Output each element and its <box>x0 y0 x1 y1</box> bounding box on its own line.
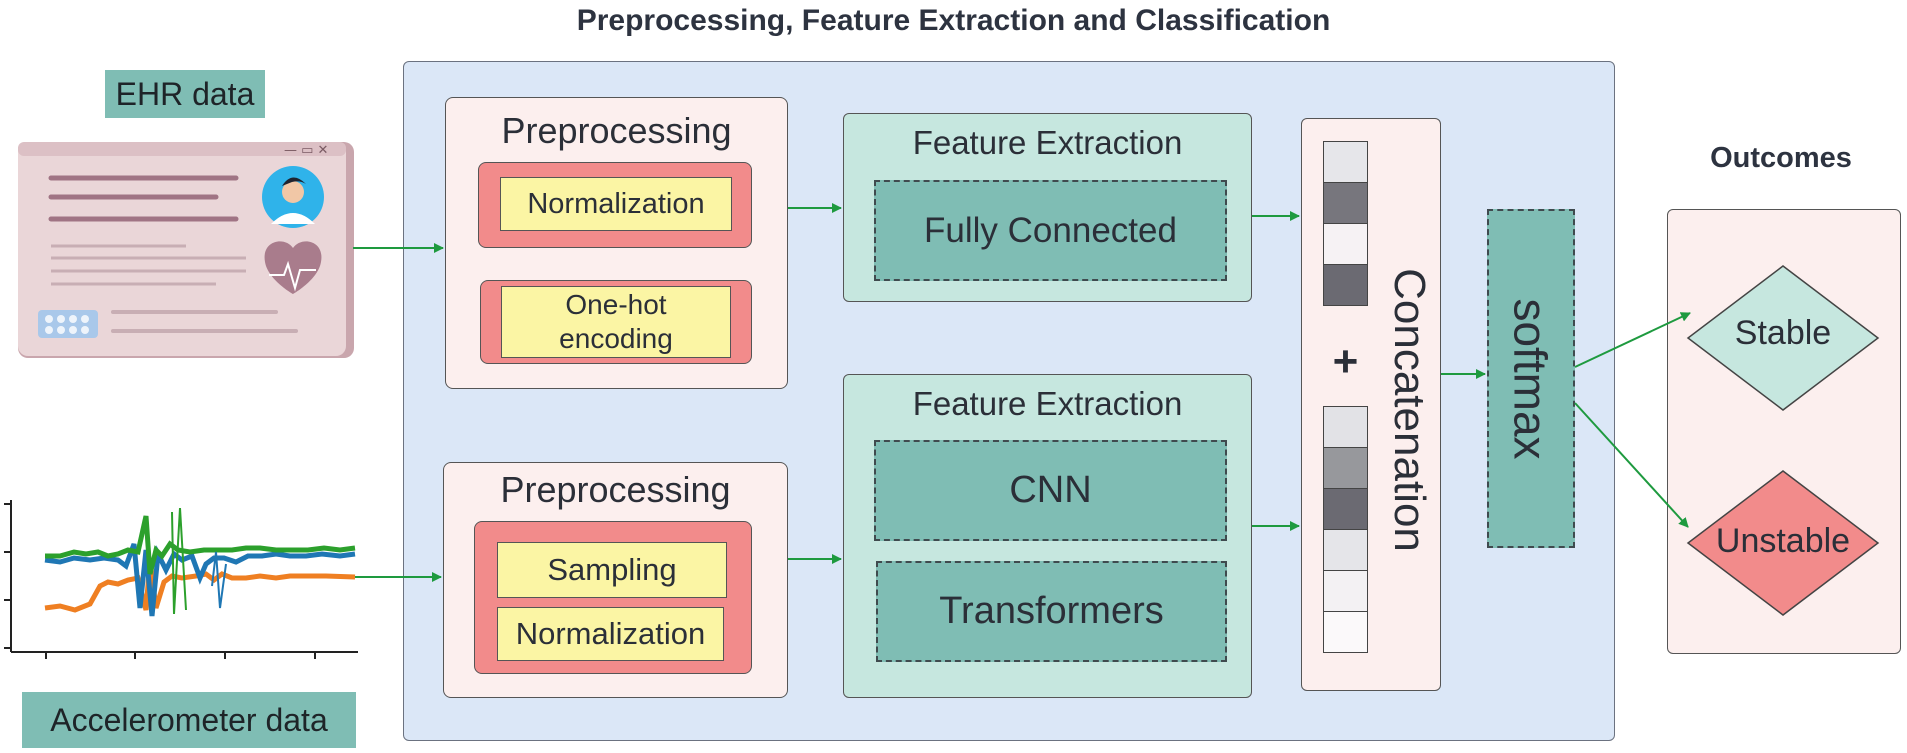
transformers-block: Transformers <box>876 561 1227 662</box>
feature-cell-ehr <box>1323 264 1368 306</box>
feature-vector-ehr <box>1323 141 1368 306</box>
sampling-step: Sampling <box>497 542 727 598</box>
feature-cell-accel <box>1323 570 1368 612</box>
softmax-block: softmax <box>1487 209 1575 548</box>
unstable-diamond <box>1686 470 1880 616</box>
feature-cell-accel <box>1323 488 1368 530</box>
preprocessing-ehr-title: Preprocessing <box>501 110 732 151</box>
feature-extraction-ehr-title: Feature Extraction <box>912 124 1183 161</box>
accelerometer-data-label: Accelerometer data <box>22 692 356 748</box>
normalization-ehr-step: Normalization <box>500 177 732 231</box>
unstable-label: Unstable <box>1715 522 1851 560</box>
feature-cell-ehr <box>1323 223 1368 265</box>
concatenation-label: Concatenation <box>1385 268 1435 552</box>
feature-cell-ehr <box>1323 141 1368 183</box>
cnn-block: CNN <box>874 440 1227 541</box>
feature-vector-accel <box>1323 406 1368 653</box>
feature-cell-ehr <box>1323 182 1368 224</box>
feature-cell-accel <box>1323 447 1368 489</box>
accelerometer-signal-plot <box>4 500 358 659</box>
fully-connected-block: Fully Connected <box>874 180 1227 281</box>
svg-text:— ▭ ✕: — ▭ ✕ <box>284 143 328 158</box>
preprocessing-accel-title: Preprocessing <box>500 469 731 510</box>
outcomes-title: Outcomes <box>1710 142 1852 174</box>
feature-extraction-accel-title: Feature Extraction <box>912 385 1183 422</box>
one-hot-encoding-step: One-hot encoding <box>501 286 731 358</box>
feature-cell-accel <box>1323 529 1368 571</box>
diagram-title: Preprocessing, Feature Extraction and Cl… <box>576 4 1331 37</box>
feature-cell-accel <box>1323 611 1368 653</box>
stable-diamond <box>1686 265 1880 411</box>
concat-plus-sign: + <box>1332 337 1359 386</box>
feature-cell-accel <box>1323 406 1368 448</box>
ehr-record-illustration: — ▭ ✕ <box>18 142 354 358</box>
ehr-data-label: EHR data <box>105 70 265 118</box>
stable-label: Stable <box>1734 314 1832 352</box>
normalization-accel-step: Normalization <box>497 607 724 661</box>
